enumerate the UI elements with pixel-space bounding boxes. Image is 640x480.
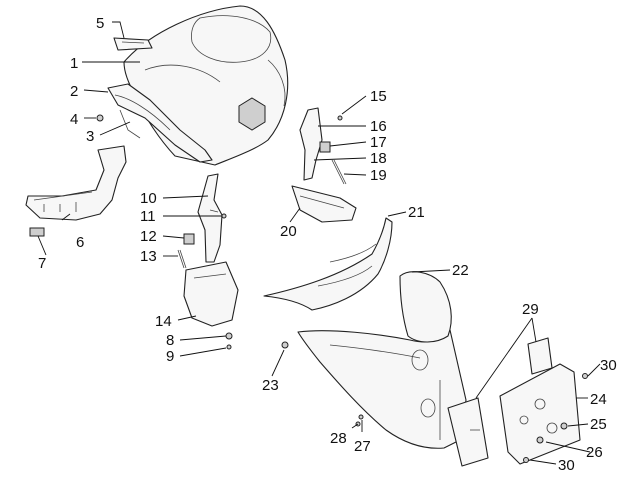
callout-6: 6 [76,234,84,251]
screw-30-bottom [523,457,529,463]
screw-25 [560,422,568,430]
screw-4-part [96,114,104,122]
front-cover-part [123,5,289,166]
callout-20: 20 [280,223,297,240]
screw-23 [281,341,289,349]
callout-21: 21 [408,204,425,221]
washer-9 [226,344,232,350]
bushing-12 [183,233,195,245]
lower-body-part [281,271,467,449]
left-hinge-assembly [177,173,227,269]
callout-10: 10 [140,190,157,207]
callout-22: 22 [452,262,469,279]
plate-bracket-part [499,363,581,465]
spring-19 [331,159,347,185]
right-hinge-assembly [299,107,347,185]
clip-7-part [29,227,45,237]
callout-12: 12 [140,228,157,245]
callout-18: 18 [370,150,387,167]
callout-29: 29 [522,301,539,318]
leader-lines [37,21,601,465]
nut-27 [358,414,364,420]
hex-emblem [238,97,266,131]
callout-27: 27 [354,438,371,455]
callout-14: 14 [155,313,172,330]
lower-small-panel-part [183,261,239,350]
callout-17: 17 [370,134,387,151]
washer-26 [536,436,544,444]
callout-4: 4 [70,111,78,128]
small-panel-20-part [291,185,357,223]
callout-30-bottom: 30 [558,457,575,474]
pin-11 [221,213,227,219]
callout-16: 16 [370,118,387,135]
spring-13 [177,249,187,269]
side-panel-part [25,145,127,221]
callout-15: 15 [370,88,387,105]
callout-8: 8 [166,332,174,349]
callout-11: 11 [140,208,156,225]
small-fasteners [355,373,588,463]
callout-28: 28 [330,430,347,447]
callout-25: 25 [590,416,607,433]
callout-30-top: 30 [600,357,617,374]
callout-24: 24 [590,391,607,408]
callout-2: 2 [70,83,78,100]
callout-23: 23 [262,377,279,394]
callout-9: 9 [166,348,174,365]
top-bracket-part [113,37,153,51]
callout-labels: 5 1 2 4 3 6 7 10 11 12 13 14 8 9 15 16 1… [38,15,617,474]
long-bracket-part [447,337,553,467]
bushing-17 [319,141,331,153]
curved-trim-part [263,217,393,311]
screw-15 [337,115,343,121]
callout-5: 5 [96,15,104,32]
callout-19: 19 [370,167,387,184]
callout-3: 3 [86,128,94,145]
frame-bracket-part [107,83,213,163]
callout-7: 7 [38,255,46,272]
screw-30-top [582,373,588,379]
part-drawings [25,5,588,467]
callout-1: 1 [70,55,78,72]
callout-26: 26 [586,444,603,461]
nut-8 [225,332,233,340]
callout-13: 13 [140,248,157,265]
